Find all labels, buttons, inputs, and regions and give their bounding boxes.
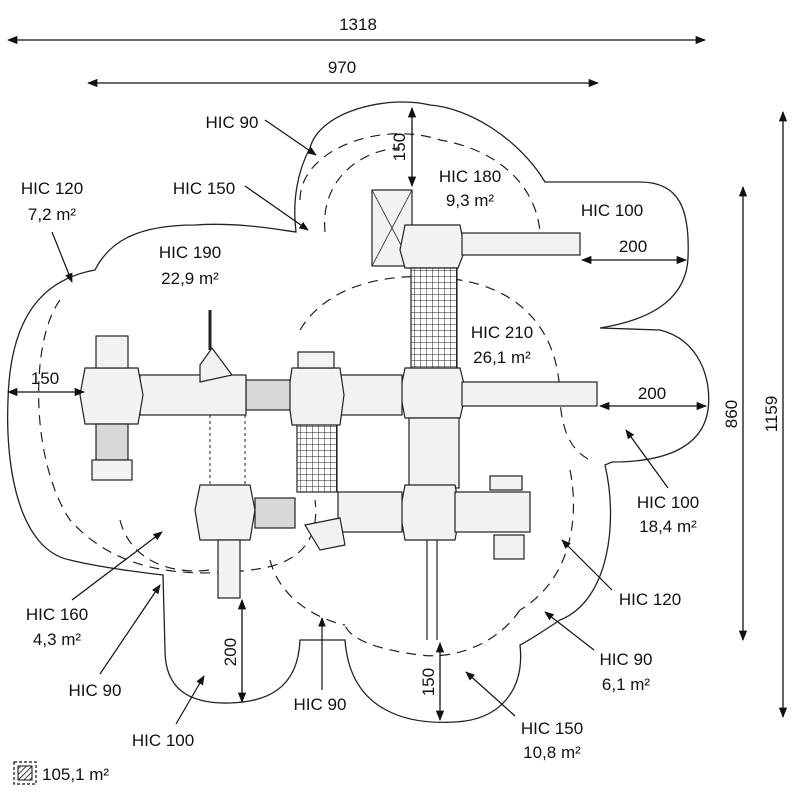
central-tower-roof	[399, 367, 467, 419]
small-roof-element	[199, 346, 234, 383]
svg-text:150: 150	[419, 668, 438, 696]
dimension-left-clearance: 150	[6, 369, 86, 397]
zone-label-hic160: HIC 160 4,3 m²	[26, 531, 163, 649]
svg-text:200: 200	[619, 237, 647, 256]
zone-label-hic180: HIC 180 9,3 m²	[439, 167, 501, 210]
dimension-total-height: 1159	[762, 110, 788, 719]
svg-text:HIC 90: HIC 90	[600, 650, 653, 669]
svg-text:200: 200	[638, 384, 666, 403]
net-tunnel-vertical	[410, 267, 458, 369]
zone-label-hic90-top: HIC 90	[206, 113, 317, 156]
svg-text:1159: 1159	[762, 396, 781, 433]
svg-text:HIC 180: HIC 180	[439, 167, 501, 186]
zone-label-hic90-left: HIC 90	[69, 584, 161, 700]
tube-lower	[254, 497, 296, 529]
bottom-right-tower-roof	[399, 484, 461, 541]
tube-upper	[245, 379, 291, 411]
playground-structure	[79, 189, 598, 640]
svg-text:HIC 160: HIC 160	[26, 605, 88, 624]
zone-label-hic100-top: HIC 100	[581, 201, 643, 220]
dashed-zone-mid	[299, 275, 591, 461]
dimension-inner-width: 970	[86, 58, 600, 88]
svg-text:HIC 150: HIC 150	[521, 719, 583, 738]
bottom-small-roof	[304, 517, 346, 551]
svg-text:HIC 90: HIC 90	[294, 695, 347, 714]
dashed-zone-bottom-left	[119, 519, 211, 572]
svg-text:HIC 100: HIC 100	[581, 201, 643, 220]
dimension-bottom-right-clearance: 150	[419, 641, 445, 722]
svg-text:HIC 210: HIC 210	[471, 323, 533, 342]
svg-text:26,1 m²: 26,1 m²	[473, 348, 531, 367]
vertical-ramp	[408, 417, 460, 489]
svg-text:18,4 m²: 18,4 m²	[639, 517, 697, 536]
top-tower-roof	[399, 224, 466, 269]
lower-bridge	[337, 491, 403, 533]
bottom-left-slide	[217, 539, 241, 599]
svg-text:200: 200	[221, 638, 240, 666]
svg-text:7,2 m²: 7,2 m²	[28, 205, 77, 224]
svg-text:970: 970	[328, 58, 356, 77]
svg-text:860: 860	[722, 400, 741, 428]
hatched-square-icon	[13, 761, 37, 785]
svg-text:HIC 190: HIC 190	[159, 243, 221, 262]
svg-text:22,9 m²: 22,9 m²	[161, 269, 219, 288]
left-tower-panel	[91, 459, 133, 481]
dashed-zone-left	[38, 299, 317, 574]
dimension-top-clearance: 150	[390, 106, 417, 188]
svg-text:6,1 m²: 6,1 m²	[602, 675, 651, 694]
dashed-zone-bottom	[269, 559, 521, 657]
left-tower-steps	[95, 423, 129, 461]
dashed-zone-right	[519, 469, 575, 611]
svg-text:HIC 90: HIC 90	[69, 681, 122, 700]
legend: 105,1 m²	[13, 761, 109, 785]
svg-text:1318: 1318	[339, 15, 377, 34]
bottom-right-panel	[489, 475, 523, 491]
zone-label-hic190: HIC 190 22,9 m²	[159, 243, 221, 288]
dimension-right-mid-clearance: 200	[598, 384, 708, 411]
bottom-left-tower-roof	[194, 484, 256, 541]
left-bridge	[139, 374, 247, 416]
svg-text:HIC 100: HIC 100	[132, 731, 194, 750]
svg-text:HIC 120: HIC 120	[21, 179, 83, 198]
zone-label-hic120-left: HIC 120 7,2 m²	[21, 179, 83, 283]
top-slide	[461, 232, 581, 256]
net-climber-middle	[296, 419, 338, 493]
zone-label-hic120-right: HIC 120	[561, 539, 681, 609]
svg-text:HIC 150: HIC 150	[173, 179, 235, 198]
dimension-right-top-clearance: 200	[580, 237, 688, 265]
dashed-zone-top	[299, 133, 541, 251]
bottom-right-platform	[454, 491, 531, 533]
dimension-bottom-left-clearance: 200	[221, 598, 247, 704]
svg-text:HIC 100: HIC 100	[637, 493, 699, 512]
bottom-right-ladder	[493, 534, 525, 560]
zone-label-hic90-bottom: HIC 90	[294, 617, 347, 714]
zone-label-hic210: HIC 210 26,1 m²	[471, 323, 533, 367]
zone-label-hic150-top: HIC 150	[173, 179, 309, 231]
dimension-inner-height: 860	[722, 185, 748, 642]
middle-right-slide	[461, 381, 598, 407]
svg-text:10,8 m²: 10,8 m²	[523, 743, 581, 762]
zone-label-hic100-right: HIC 100 18,4 m²	[625, 429, 699, 536]
upper-bridge	[337, 374, 403, 416]
svg-text:4,3 m²: 4,3 m²	[33, 630, 82, 649]
svg-text:HIC 120: HIC 120	[619, 590, 681, 609]
svg-text:150: 150	[31, 369, 59, 388]
svg-text:HIC 90: HIC 90	[206, 113, 259, 132]
zone-label-hic90-right: HIC 90 6,1 m²	[544, 611, 653, 694]
dimension-total-width: 1318	[6, 15, 707, 45]
zone-label-hic100-bottom: HIC 100	[132, 675, 205, 750]
zone-label-hic150-bottom: HIC 150 10,8 m²	[465, 671, 583, 762]
middle-tower-panel	[297, 351, 335, 369]
middle-tower-roof	[287, 367, 345, 426]
left-tower-ladder	[95, 335, 129, 369]
svg-text:9,3 m²: 9,3 m²	[446, 191, 495, 210]
svg-text:105,1 m²: 105,1 m²	[42, 765, 109, 784]
left-tower-roof	[79, 367, 144, 425]
svg-text:150: 150	[390, 133, 409, 161]
